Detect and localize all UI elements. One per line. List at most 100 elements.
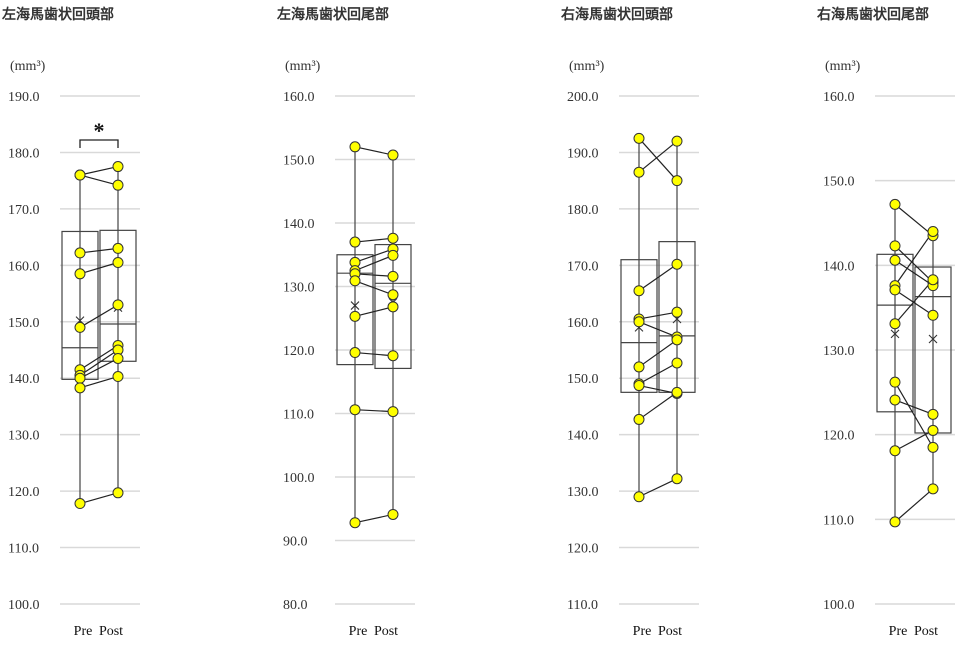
data-point-post (927, 225, 939, 237)
data-point-pre (349, 404, 361, 416)
data-point-post (927, 408, 939, 420)
data-point-post (671, 258, 683, 270)
data-point-pre (349, 310, 361, 322)
x-category-label: Post (99, 624, 123, 639)
data-point-post (112, 257, 124, 269)
data-point-post (387, 149, 399, 161)
pair-line (79, 375, 119, 389)
box-pre (620, 259, 658, 393)
y-tick-label: 130.0 (283, 281, 315, 296)
panel-title: 右海馬歯状回尾部 (816, 6, 929, 23)
data-point-post (387, 289, 399, 301)
data-point-pre (889, 240, 901, 252)
panel-1: 左海馬歯状回頭部(mm³)100.0110.0120.0130.0140.015… (1, 6, 140, 639)
pair-line (354, 280, 394, 296)
data-point-pre (74, 382, 86, 394)
pair-line (638, 321, 678, 338)
panel-title: 右海馬歯状回頭部 (560, 6, 673, 23)
y-axis-unit: (mm³) (569, 59, 605, 74)
y-tick-label: 130.0 (8, 429, 40, 444)
y-tick-label: 130.0 (567, 485, 599, 500)
mean-marker (350, 301, 360, 310)
data-point-pre (74, 321, 86, 333)
data-point-pre (889, 445, 901, 457)
data-point-pre (349, 236, 361, 248)
pair-line (79, 261, 119, 275)
data-point-post (927, 424, 939, 436)
pair-line (354, 248, 394, 263)
pair-line (79, 247, 119, 254)
data-point-post (112, 179, 124, 191)
data-point-pre (349, 347, 361, 359)
y-tick-label: 90.0 (283, 535, 308, 550)
data-point-post (927, 309, 939, 321)
pair-line (79, 492, 119, 505)
y-tick-label: 110.0 (8, 542, 39, 557)
data-point-pre (349, 141, 361, 153)
y-tick-label: 120.0 (567, 542, 599, 557)
pair-line (354, 237, 394, 243)
y-tick-label: 100.0 (823, 598, 855, 613)
data-point-pre (889, 254, 901, 266)
data-point-post (927, 274, 939, 286)
data-point-post (927, 441, 939, 453)
y-axis-unit: (mm³) (10, 59, 46, 74)
data-point-post (387, 508, 399, 520)
y-tick-label: 180.0 (567, 203, 599, 218)
pair-line (638, 478, 678, 498)
y-tick-label: 120.0 (283, 344, 315, 359)
data-point-post (387, 232, 399, 244)
significance-marker: * (94, 118, 105, 143)
data-point-post (927, 483, 939, 495)
pair-line (79, 349, 119, 376)
data-point-post (112, 161, 124, 173)
y-tick-label: 110.0 (823, 513, 854, 528)
y-tick-label: 160.0 (8, 259, 40, 274)
y-tick-label: 150.0 (823, 175, 855, 190)
pair-line (79, 304, 119, 328)
y-tick-label: 160.0 (567, 316, 599, 331)
data-point-post (112, 299, 124, 311)
y-axis-unit: (mm³) (285, 59, 321, 74)
x-category-label: Pre (74, 624, 93, 639)
panel-3: 右海馬歯状回頭部(mm³)110.0120.0130.0140.0150.016… (560, 6, 699, 639)
pair-line (894, 488, 934, 523)
pair-line (79, 174, 119, 186)
pair-line (894, 203, 934, 237)
panel-title: 左海馬歯状回頭部 (1, 6, 114, 23)
panel-2: 左海馬歯状回尾部(mm³)80.090.0100.0110.0120.0130.… (276, 6, 415, 639)
data-point-post (671, 306, 683, 318)
data-point-pre (74, 247, 86, 259)
pair-line (638, 339, 678, 368)
y-tick-label: 200.0 (567, 90, 599, 105)
y-tick-label: 120.0 (823, 429, 855, 444)
y-tick-label: 130.0 (823, 344, 855, 359)
pair-line (638, 263, 678, 292)
y-tick-label: 140.0 (283, 217, 315, 232)
pair-line (79, 357, 119, 379)
x-category-label: Post (658, 624, 682, 639)
data-point-post (387, 406, 399, 418)
y-tick-label: 100.0 (283, 471, 315, 486)
data-point-pre (74, 268, 86, 280)
pair-line (894, 231, 934, 286)
y-tick-label: 190.0 (8, 90, 40, 105)
pair-line (894, 399, 934, 415)
pair-line (894, 259, 934, 287)
pair-line (354, 351, 394, 357)
data-point-post (387, 249, 399, 261)
data-point-pre (633, 316, 645, 328)
y-tick-label: 170.0 (8, 203, 40, 218)
y-tick-label: 100.0 (8, 598, 40, 613)
y-axis-unit: (mm³) (825, 59, 861, 74)
y-tick-label: 140.0 (567, 429, 599, 444)
y-tick-label: 150.0 (8, 316, 40, 331)
pair-line (354, 409, 394, 413)
y-tick-label: 140.0 (823, 259, 855, 274)
data-point-pre (889, 394, 901, 406)
box-pre (876, 253, 914, 413)
data-point-pre (349, 275, 361, 287)
pair-line (354, 513, 394, 524)
data-point-post (387, 350, 399, 362)
